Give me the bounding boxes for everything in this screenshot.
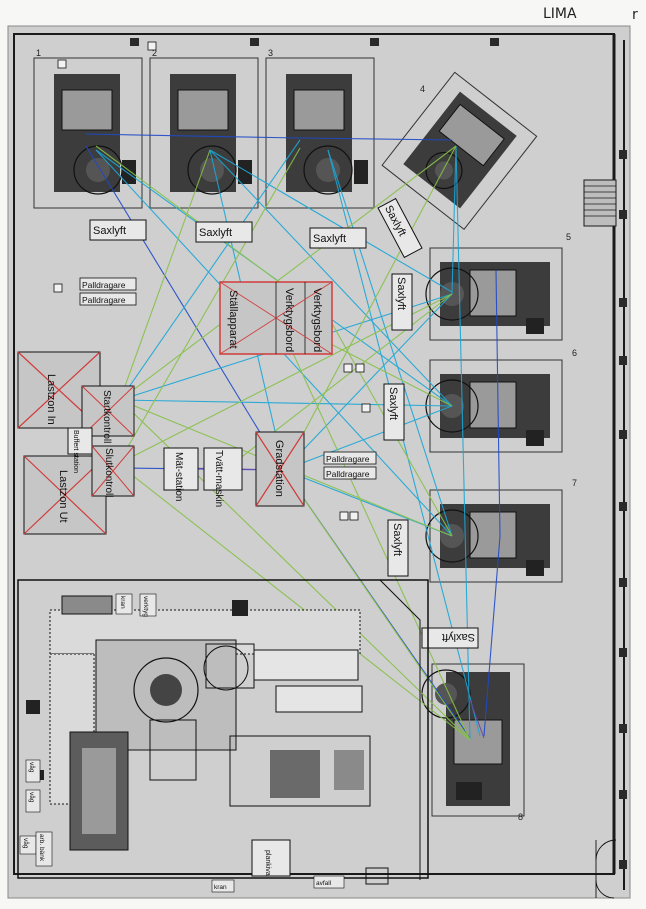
lift-label-8: Saxlyft xyxy=(421,627,479,649)
washing-machine-station: Tvätt-maskin xyxy=(203,447,243,507)
tag-avfall: avfall xyxy=(313,875,345,889)
machine-4 xyxy=(381,71,538,230)
machine-6 xyxy=(425,359,563,453)
lower-production-area xyxy=(17,579,429,885)
machine-number-3: 3 xyxy=(268,48,273,58)
lift-label-2: Saxlyft xyxy=(195,221,253,243)
machine-number-2: 2 xyxy=(152,48,157,58)
svg-text:plankiva: plankiva xyxy=(264,850,271,876)
machine-number-1: 1 xyxy=(36,48,41,58)
pallet-label-2: Palldragare xyxy=(79,292,137,306)
wall-columns xyxy=(130,38,627,869)
svg-text:Buffert station: Buffert station xyxy=(72,430,79,473)
machine-number-5: 5 xyxy=(566,232,571,242)
room-label-plankiva: plankiva xyxy=(264,850,271,876)
machine-1 xyxy=(33,57,143,209)
machine-5 xyxy=(425,247,563,341)
lift-label-7: Saxlyft xyxy=(387,519,409,577)
machine-2 xyxy=(149,57,259,209)
svg-text:avfall: avfall xyxy=(316,880,332,887)
lift-labels: Saxlyft Saxlyft Saxlyft Saxlyft Saxlyft … xyxy=(89,197,479,649)
machine-number-4: 4 xyxy=(420,84,425,94)
verktygsbord-label-1: Verktygsbord xyxy=(283,288,295,352)
machine-number-6: 6 xyxy=(572,348,577,358)
svg-text:verktyg: verktyg xyxy=(142,596,149,617)
svg-text:kran: kran xyxy=(119,596,126,609)
svg-text:våg: våg xyxy=(22,838,30,849)
measuring-station: Mät-station xyxy=(163,447,199,501)
tag-arb-bank: arb. bänk xyxy=(35,831,53,867)
verktygsbord-label-2: Verktygsbord xyxy=(311,288,323,352)
machine-number-8: 8 xyxy=(518,812,523,822)
tag-vag-3: våg xyxy=(19,835,37,855)
machine-3 xyxy=(265,57,375,209)
svg-text:Saxlyft: Saxlyft xyxy=(391,523,403,556)
tag-kran-2: kran xyxy=(211,879,235,893)
lift-label-1: Saxlyft xyxy=(89,219,147,241)
svg-text:Gradstation: Gradstation xyxy=(273,440,285,497)
pallet-label-3: Palldragare xyxy=(323,451,377,465)
handwritten-code: LIMA xyxy=(543,6,577,22)
svg-text:våg: våg xyxy=(28,792,36,803)
svg-text:Slutkontroll: Slutkontroll xyxy=(103,448,114,497)
svg-text:kran: kran xyxy=(214,884,227,891)
tool-station-group: Ställapparat Verktygsbord Verktygsbord xyxy=(219,281,333,355)
svg-text:arb. bänk: arb. bänk xyxy=(38,834,45,862)
pallet-label-4: Palldragare xyxy=(323,466,377,480)
svg-text:Palldragare: Palldragare xyxy=(82,280,126,290)
pallet-labels: Palldragare Palldragare Palldragare Pall… xyxy=(79,277,377,480)
svg-text:Saxlyft: Saxlyft xyxy=(387,387,399,420)
svg-text:Mät-station: Mät-station xyxy=(173,452,184,501)
svg-text:Saxlyft: Saxlyft xyxy=(199,227,232,239)
svg-text:Startkontroll: Startkontroll xyxy=(101,390,112,443)
pallet-label-1: Palldragare xyxy=(79,277,137,291)
machine-7 xyxy=(425,489,563,583)
svg-text:Lastzon In: Lastzon In xyxy=(45,374,57,425)
floor-markers xyxy=(53,41,371,521)
handwritten-mark: r xyxy=(632,7,638,23)
lift-label-6: Saxlyft xyxy=(383,383,405,441)
svg-text:Saxlyft: Saxlyft xyxy=(93,225,126,237)
svg-text:Lastzon Ut: Lastzon Ut xyxy=(57,470,69,523)
end-control-station: Slutkontroll xyxy=(91,445,135,497)
svg-text:Palldragare: Palldragare xyxy=(326,454,370,464)
stairwell xyxy=(583,179,617,227)
building-walls xyxy=(13,33,625,890)
svg-text:våg: våg xyxy=(28,762,36,773)
tag-verktyg: verktyg xyxy=(139,593,157,617)
lift-label-5: Saxlyft xyxy=(391,273,413,331)
svg-text:Palldragare: Palldragare xyxy=(82,295,126,305)
svg-text:Saxlyft: Saxlyft xyxy=(313,233,346,245)
tag-vag-1: våg xyxy=(25,759,41,783)
machine-numbers: 1 2 3 4 5 6 7 8 xyxy=(36,48,577,822)
svg-text:Tvätt-maskin: Tvätt-maskin xyxy=(213,450,224,507)
svg-text:Palldragare: Palldragare xyxy=(326,469,370,479)
tag-kran-1: kran xyxy=(115,593,133,615)
lower-area-tags: kran våg våg våg arb. bänk verktyg avfal… xyxy=(19,593,345,893)
svg-text:Saxlyft: Saxlyft xyxy=(442,631,475,643)
svg-text:Saxlyft: Saxlyft xyxy=(395,277,407,310)
machine-number-7: 7 xyxy=(572,478,577,488)
lift-label-3: Saxlyft xyxy=(309,227,367,249)
tag-vag-2: våg xyxy=(25,789,41,813)
door-swings xyxy=(595,839,617,899)
deburring-station: Gradstation xyxy=(255,431,305,507)
buffer-station: Buffert station xyxy=(67,427,93,473)
stallapparat-label: Ställapparat xyxy=(227,290,239,349)
